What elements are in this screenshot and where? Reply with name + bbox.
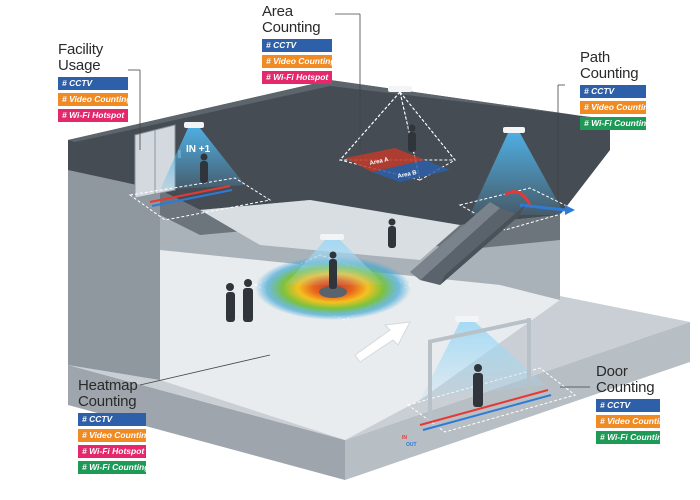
- door-line-red: [419, 389, 549, 426]
- tag-wifi-counting: # Wi-Fi Counting: [580, 117, 651, 130]
- person-figure: [408, 124, 416, 152]
- tag-wifi-counting: # Wi-Fi Counting: [596, 431, 667, 444]
- tag-cctv: # CCTV: [596, 399, 660, 412]
- pedestal: [319, 286, 347, 298]
- door-frame-top: [428, 318, 531, 344]
- callout-door-counting: Door Counting # CCTV # Video Counting # …: [596, 363, 670, 444]
- door-line-blue: [422, 394, 552, 431]
- callout-title: Heatmap Counting: [78, 377, 138, 410]
- tag-video-counting: # Video Counting: [262, 55, 336, 68]
- area-a-label: Area A: [369, 157, 390, 167]
- floor-slab-right: [345, 322, 690, 480]
- callout-heatmap-counting: Heatmap Counting # CCTV # Video Counting…: [78, 377, 152, 474]
- person-figure: [388, 218, 396, 248]
- area-b-label: Area B: [397, 170, 418, 180]
- area-a-zone: [345, 148, 425, 172]
- callout-title: Path Counting: [580, 49, 639, 82]
- upper-floor: [68, 80, 610, 225]
- tag-wifi-hotspot: # Wi-Fi Hotspot: [262, 71, 332, 84]
- person-figure: [473, 364, 483, 407]
- door-frame-right: [527, 318, 531, 396]
- tag-cctv: # CCTV: [580, 85, 646, 98]
- tag-cctv: # CCTV: [262, 39, 332, 52]
- facility-line-blue: [151, 189, 233, 207]
- facility-camera: [184, 122, 204, 128]
- path-arrow-head: [565, 205, 575, 215]
- tag-wifi-hotspot: # Wi-Fi Hotspot: [78, 445, 146, 458]
- heatmap-camera: [320, 234, 344, 240]
- leader-line: [139, 354, 271, 386]
- door-frame-left: [428, 340, 432, 425]
- path-camera-beam: [470, 133, 565, 215]
- floor-slab-front: [68, 365, 345, 480]
- tag-cctv: # CCTV: [58, 77, 128, 90]
- in-counter-label: IN +1: [186, 144, 211, 155]
- callout-title: Facility Usage: [58, 41, 104, 74]
- callout-facility-usage: Facility Usage # CCTV # Video Counting #…: [58, 41, 132, 122]
- tag-video-counting: # Video Counting: [78, 429, 152, 442]
- path-arrow-blue: [519, 203, 566, 212]
- path-arrow-red: [504, 190, 532, 206]
- person-figure: [226, 283, 235, 322]
- tag-video-counting: # Video Counting: [596, 415, 670, 428]
- path-camera: [503, 127, 525, 133]
- person-figure: [243, 279, 253, 322]
- tag-wifi-counting: # Wi-Fi Counting: [78, 461, 149, 474]
- facility-zone: [128, 177, 272, 221]
- facility-line-red: [149, 185, 231, 203]
- door-camera-beam: [420, 322, 545, 400]
- callout-path-counting: Path Counting # CCTV # Video Counting # …: [580, 49, 654, 130]
- door-in-label: IN: [402, 435, 407, 441]
- tag-wifi-hotspot: # Wi-Fi Hotspot: [58, 109, 128, 122]
- callout-title: Door Counting: [596, 363, 655, 396]
- door-camera: [455, 316, 479, 322]
- escalator: [410, 202, 525, 285]
- person-figure: [329, 251, 337, 289]
- area-camera: [388, 86, 412, 92]
- tag-video-counting: # Video Counting: [580, 101, 654, 114]
- tag-video-counting: # Video Counting: [58, 93, 132, 106]
- callout-area-counting: Area Counting # CCTV # Video Counting # …: [262, 3, 336, 84]
- person-figure: [200, 153, 208, 183]
- tag-cctv: # CCTV: [78, 413, 146, 426]
- direction-arrow: [354, 321, 411, 363]
- callout-title: Area Counting: [262, 3, 321, 36]
- area-b-zone: [372, 160, 450, 182]
- left-inner-wall: [68, 140, 160, 380]
- door-out-label: OUT: [406, 442, 417, 448]
